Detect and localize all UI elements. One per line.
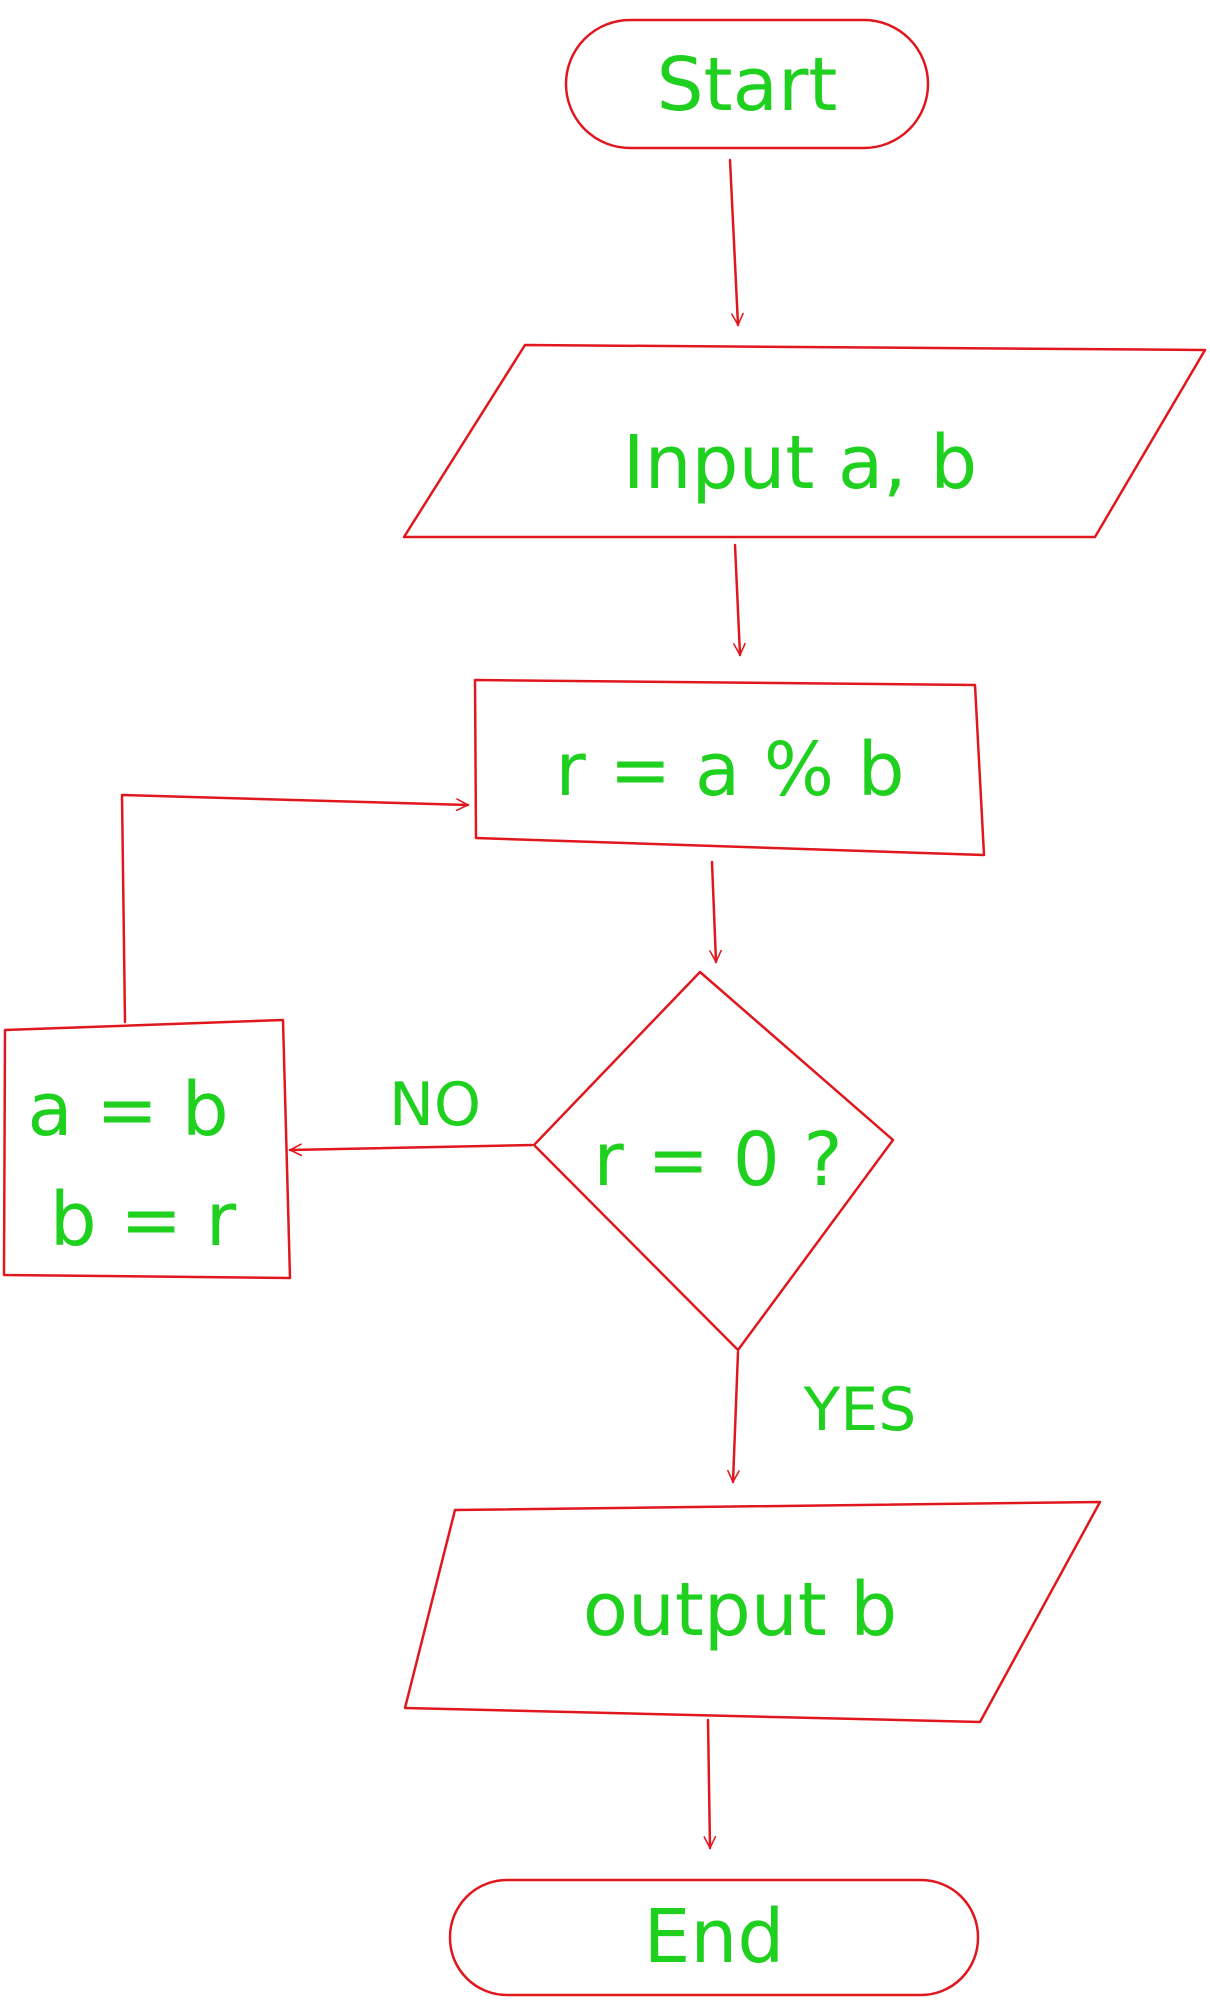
arrow-loop-back-to-compute <box>120 793 468 1024</box>
swap-process-box: a = b b = r <box>2 1018 292 1280</box>
arrow-input-to-compute <box>735 543 740 655</box>
output-label: output b <box>583 1567 898 1653</box>
end-label: End <box>644 1894 785 1980</box>
output-parallelogram: output b <box>403 1500 1102 1724</box>
compute-process-box: r = a % b <box>473 678 986 857</box>
decision-label: r = 0 ? <box>593 1117 842 1203</box>
swap-line-1: a = b <box>27 1067 228 1153</box>
arrow-compute-to-decision <box>712 860 716 962</box>
arrow-decision-to-output <box>733 1350 738 1482</box>
arrow-start-to-input <box>728 158 738 325</box>
yes-branch-label: YES <box>803 1375 917 1445</box>
arrow-output-to-end <box>708 1718 710 1848</box>
end-terminator: End <box>448 1878 980 1997</box>
no-branch-label: NO <box>389 1070 481 1140</box>
compute-label: r = a % b <box>555 727 904 813</box>
swap-line-2: b = r <box>50 1177 237 1263</box>
input-label: Input a, b <box>623 420 978 506</box>
decision-diamond: r = 0 ? <box>532 970 895 1352</box>
start-terminator: Start <box>564 18 930 150</box>
input-parallelogram: Input a, b <box>402 343 1207 539</box>
start-label: Start <box>657 42 838 128</box>
arrow-decision-to-swap <box>290 1145 534 1150</box>
